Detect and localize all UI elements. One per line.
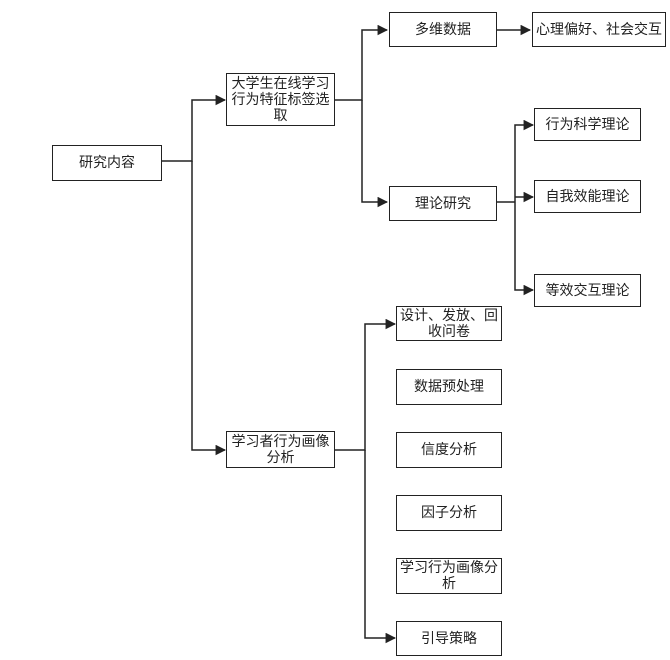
connector-selection-multidata [335, 24, 389, 101]
guidance-strategy-node: 引导策略 [396, 621, 502, 656]
factor-analysis-node: 因子分析 [396, 495, 502, 531]
label-selection-node: 大学生在线学习行为特征标签选取 [226, 73, 335, 126]
multi-data-node: 多维数据 [389, 12, 497, 47]
behavior-profile-node: 学习行为画像分析 [396, 558, 502, 594]
preprocess-node: 数据预处理 [396, 369, 502, 405]
connector-root-profile [191, 161, 227, 456]
connector-theory-equivalence [514, 202, 535, 296]
theory-study-node: 理论研究 [389, 186, 497, 221]
reliability-node: 信度分析 [396, 432, 502, 468]
self-efficacy-node: 自我效能理论 [534, 180, 641, 213]
questionnaire-node: 设计、发放、回收问卷 [396, 306, 502, 341]
equivalence-node: 等效交互理论 [534, 274, 641, 307]
connector-root-selection [162, 94, 227, 162]
connector-profile-guidance [364, 450, 397, 644]
connector-selection-theory [361, 100, 389, 208]
root-node: 研究内容 [52, 145, 162, 181]
psych-node: 心理偏好、社会交互 [532, 12, 666, 47]
behavior-science-node: 行为科学理论 [534, 108, 641, 141]
connector-profile-questionnaire [335, 318, 397, 451]
connector-theory-behavior [514, 119, 535, 202]
profile-analysis-node: 学习者行为画像分析 [226, 431, 335, 468]
